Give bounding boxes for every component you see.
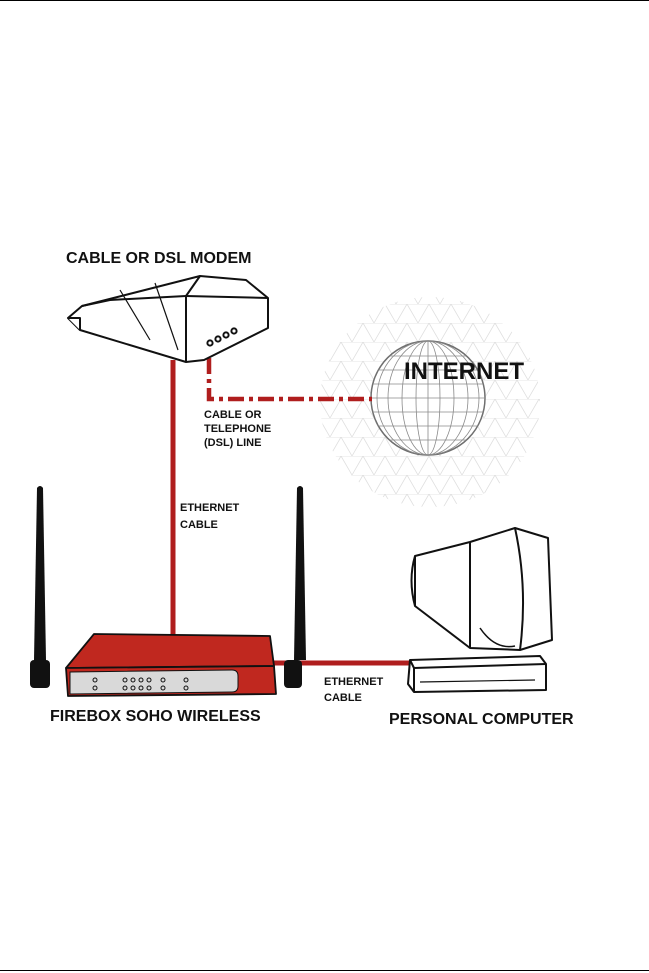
- ethernet-label-2b: CABLE: [324, 692, 362, 704]
- ethernet-label-1b: CABLE: [180, 519, 218, 531]
- pc-label: PERSONAL COMPUTER: [389, 711, 574, 728]
- dsl-line-label-3: (DSL) LINE: [204, 437, 261, 449]
- dsl-line-label-1: CABLE OR: [204, 409, 262, 421]
- dsl-line-label-2: TELEPHONE: [204, 423, 271, 435]
- ethernet-label-1a: ETHERNET: [180, 502, 240, 514]
- modem-icon: [68, 276, 268, 362]
- computer-icon: [408, 528, 552, 692]
- ethernet-label-2a: ETHERNET: [324, 676, 384, 688]
- modem-label: CABLE OR DSL MODEM: [66, 250, 251, 267]
- internet-label: INTERNET: [404, 358, 524, 385]
- firebox-icon: [30, 486, 306, 696]
- firebox-label: FIREBOX SOHO WIRELESS: [50, 708, 261, 725]
